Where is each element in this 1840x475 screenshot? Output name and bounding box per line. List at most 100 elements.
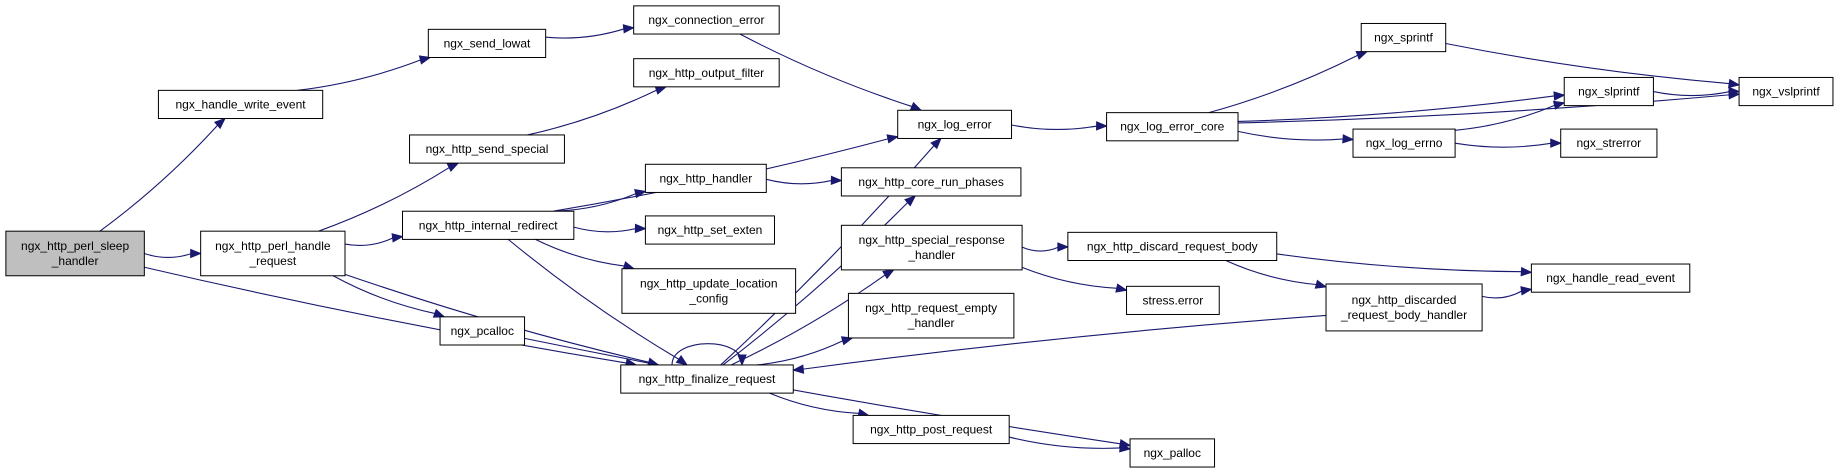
- edge-discarded_request_body_handler-to-finalize_request: [791, 314, 1327, 374]
- node-label: ngx_palloc: [1144, 446, 1201, 460]
- node-log-errno[interactable]: ngx_log_errno: [1352, 128, 1456, 158]
- node-finalize-request[interactable]: ngx_http_finalize_request: [620, 364, 794, 394]
- node-connection-error[interactable]: ngx_connection_error: [633, 5, 780, 35]
- node-label: ngx_vslprintf: [1752, 85, 1820, 99]
- node-palloc[interactable]: ngx_palloc: [1129, 438, 1216, 468]
- node-post-request[interactable]: ngx_http_post_request: [852, 414, 1010, 445]
- node-label: _handler: [51, 254, 99, 268]
- node-box: [1738, 76, 1834, 107]
- edge-special_response_handler-to-stress_error: [1021, 266, 1128, 293]
- edge-internal_redirect-to-set_exten: [573, 223, 647, 234]
- edge-post_request-to-palloc: [1009, 436, 1132, 453]
- node-stress-error[interactable]: stress.error: [1126, 285, 1220, 315]
- node-box: [1563, 76, 1654, 107]
- node-box: [1560, 128, 1658, 158]
- edge-line: [766, 178, 833, 185]
- node-box: [5, 230, 145, 277]
- edge-line: [1455, 104, 1556, 131]
- node-box: [644, 163, 767, 193]
- node-strerror[interactable]: ngx_strerror: [1560, 128, 1658, 158]
- node-update-location-config[interactable]: ngx_http_update_location_config: [621, 268, 797, 314]
- arrowhead: [1096, 121, 1108, 131]
- edge-handle_write_event-to-send_lowat: [297, 55, 432, 91]
- node-box: [633, 58, 780, 88]
- node-sleep-handler[interactable]: ngx_http_perl_sleep_handler: [5, 230, 145, 277]
- edge-internal_redirect-to-finalize_request: [507, 238, 689, 366]
- edge-pcalloc-to-palloc: [524, 337, 1132, 449]
- arrowhead: [909, 101, 923, 111]
- node-label: ngx_http_post_request: [870, 422, 993, 436]
- node-send-special[interactable]: ngx_http_send_special: [409, 134, 565, 164]
- edge-internal_redirect-to-update_location_config: [535, 238, 636, 271]
- edge-line: [318, 166, 451, 232]
- node-label: ngx_handle_write_event: [176, 97, 307, 111]
- node-internal-redirect[interactable]: ngx_http_internal_redirect: [402, 210, 575, 240]
- node-log-error[interactable]: ngx_log_error: [897, 109, 1013, 139]
- node-box: [409, 134, 565, 164]
- node-label: ngx_http_request_empty: [865, 301, 997, 315]
- node-vslprintf[interactable]: ngx_vslprintf: [1738, 76, 1834, 107]
- node-label: ngx_http_special_response: [859, 233, 1005, 247]
- node-handle-write-event[interactable]: ngx_handle_write_event: [157, 89, 324, 120]
- edge-special_response_handler-to-discard_request_body: [1021, 242, 1070, 252]
- edge-send_lowat-to-connection_error: [545, 24, 636, 39]
- edge-line: [739, 33, 914, 108]
- node-label: ngx_http_set_exten: [658, 223, 763, 237]
- node-box: [840, 167, 1022, 197]
- node-handle-read-event[interactable]: ngx_handle_read_event: [1530, 263, 1691, 293]
- edge-line: [144, 252, 192, 259]
- edge-sprintf-to-vslprintf: [1445, 42, 1741, 89]
- arrowhead: [654, 85, 668, 95]
- node-box: [1352, 128, 1456, 158]
- edge-perl_handle_request-to-internal_redirect: [344, 233, 404, 246]
- arrowhead: [213, 117, 226, 130]
- arrowhead: [675, 355, 689, 366]
- arrowhead: [1355, 50, 1369, 60]
- node-label: ngx_http_update_location: [640, 277, 777, 291]
- edge-finalize_request-to-post_request: [769, 392, 870, 418]
- node-special-response-handler[interactable]: ngx_http_special_response_handler: [840, 224, 1023, 271]
- edge-log_error_core-to-log_errno: [1237, 130, 1355, 144]
- node-label: ngx_http_send_special: [426, 142, 549, 156]
- node-box: [157, 89, 324, 120]
- edge-line: [1011, 124, 1098, 131]
- node-box: [402, 210, 575, 240]
- node-box: [840, 224, 1023, 271]
- node-label: ngx_http_core_run_phases: [858, 175, 1003, 189]
- edge-line: [1208, 54, 1359, 114]
- arrowhead: [1115, 283, 1128, 293]
- node-discard-request-body[interactable]: ngx_http_discard_request_body: [1067, 231, 1278, 262]
- node-set-exten[interactable]: ngx_http_set_exten: [644, 215, 775, 245]
- edge-log_error_core-to-slprintf: [1237, 91, 1566, 122]
- arrowhead: [1520, 286, 1533, 296]
- edge-line: [1445, 42, 1731, 85]
- edge-line: [573, 226, 637, 233]
- edge-line: [722, 201, 909, 366]
- node-output-filter[interactable]: ngx_http_output_filter: [633, 58, 780, 88]
- node-pcalloc[interactable]: ngx_pcalloc: [439, 316, 526, 346]
- edge-line: [344, 237, 394, 246]
- node-perl-handle-request[interactable]: ngx_http_perl_handle_request: [200, 230, 346, 277]
- node-label: ngx_connection_error: [648, 13, 764, 27]
- node-request-empty-handler[interactable]: ngx_http_request_empty_handler: [847, 292, 1015, 339]
- node-box: [427, 28, 547, 58]
- node-slprintf[interactable]: ngx_slprintf: [1563, 76, 1654, 107]
- arrowhead: [1728, 78, 1741, 89]
- arrowhead: [634, 223, 647, 234]
- node-send-lowat[interactable]: ngx_send_lowat: [427, 28, 547, 58]
- node-discarded-request-body-handler[interactable]: ngx_http_discarded_request_body_handler: [1325, 283, 1483, 332]
- node-box: [620, 364, 794, 394]
- edge-line: [756, 339, 844, 366]
- node-label: stress.error: [1143, 293, 1204, 307]
- node-sprintf[interactable]: ngx_sprintf: [1360, 22, 1447, 53]
- edge-line: [144, 266, 628, 364]
- edge-finalize_request-to-special_response_handler: [730, 269, 895, 366]
- node-core-run-phases[interactable]: ngx_http_core_run_phases: [840, 167, 1022, 197]
- node-label: ngx_log_error: [918, 117, 992, 131]
- node-log-error-core[interactable]: ngx_log_error_core: [1106, 112, 1239, 142]
- node-label: _handler: [907, 248, 955, 262]
- node-http-handler[interactable]: ngx_http_handler: [644, 163, 767, 193]
- edge-http_handler-to-core_run_phases: [766, 175, 843, 186]
- node-box: [1129, 438, 1216, 468]
- edge-line: [1009, 436, 1122, 449]
